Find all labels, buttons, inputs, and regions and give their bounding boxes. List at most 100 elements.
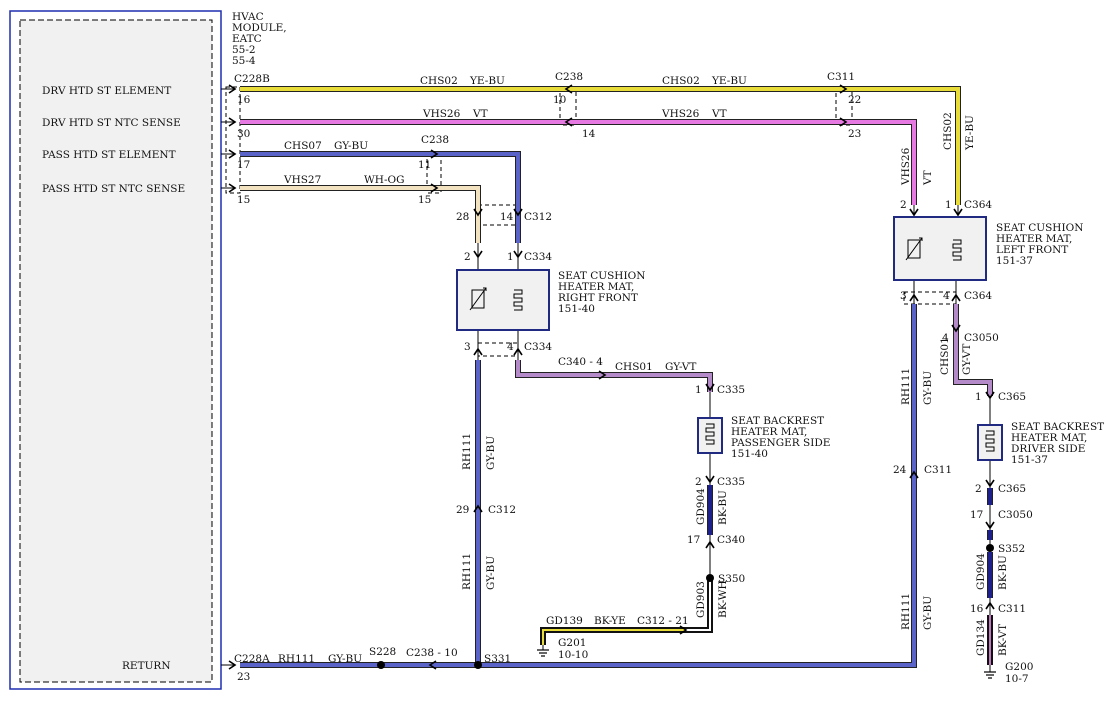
pin-pass-htd-st-element: PASS HTD ST ELEMENT <box>42 149 176 161</box>
pin-pass-htd-st-ntc-sense: PASS HTD ST NTC SENSE <box>42 183 185 195</box>
splices <box>377 544 994 669</box>
rf-heater-mat <box>456 269 550 331</box>
svg-text:C365: C365 <box>998 483 1026 495</box>
svg-text:RH111: RH111 <box>461 553 473 590</box>
svg-text:15: 15 <box>237 194 250 206</box>
svg-text:23: 23 <box>848 128 861 140</box>
svg-text:14: 14 <box>500 211 514 223</box>
hvac-module <box>9 10 222 690</box>
lf-mat-label: SEAT CUSHION HEATER MAT, LEFT FRONT 151-… <box>996 222 1083 267</box>
svg-text:55-2: 55-2 <box>232 44 256 56</box>
rf-mat-label: SEAT CUSHION HEATER MAT, RIGHT FRONT 151… <box>558 270 645 315</box>
svg-text:G200: G200 <box>1005 661 1033 673</box>
thin-leads <box>221 88 991 672</box>
svg-text:C365: C365 <box>998 391 1026 403</box>
svg-text:HEATER MAT,: HEATER MAT, <box>996 233 1072 245</box>
svg-text:BK-BU: BK-BU <box>717 490 729 525</box>
drv-back-label: SEAT BACKREST HEATER MAT, DRIVER SIDE 15… <box>1011 421 1104 466</box>
svg-text:16: 16 <box>237 94 251 106</box>
svg-text:55-4: 55-4 <box>232 55 256 67</box>
svg-text:CHS02: CHS02 <box>420 75 458 87</box>
wire-gd139-bk-ye <box>540 627 684 645</box>
pin-return: RETURN <box>122 660 171 672</box>
pass-back-label: SEAT BACKREST HEATER MAT, PASSENGER SIDE… <box>731 415 830 460</box>
svg-text:YE-BU: YE-BU <box>469 75 505 87</box>
svg-text:LEFT FRONT: LEFT FRONT <box>996 244 1068 256</box>
svg-text:S331: S331 <box>484 653 511 665</box>
svg-text:C238: C238 <box>421 134 449 146</box>
svg-text:GY-BU: GY-BU <box>922 371 934 405</box>
svg-text:BK-VT: BK-VT <box>997 624 1009 656</box>
svg-text:C340 - 4: C340 - 4 <box>558 356 603 368</box>
svg-text:GD903: GD903 <box>695 581 707 618</box>
svg-text:RH111: RH111 <box>900 593 912 630</box>
wire-chs02-ye-bu <box>240 86 961 205</box>
svg-text:GD904: GD904 <box>975 553 987 590</box>
svg-text:151-40: 151-40 <box>731 448 768 460</box>
wire-vhs27-wh-og <box>240 185 481 243</box>
svg-text:CHS01: CHS01 <box>615 361 653 373</box>
svg-text:GY-VT: GY-VT <box>961 344 973 375</box>
svg-text:VHS26: VHS26 <box>661 108 700 120</box>
svg-text:C340: C340 <box>717 534 745 546</box>
wire-chs01-passenger <box>515 360 713 392</box>
wire-chs01-driver <box>953 304 993 396</box>
svg-text:HEATER MAT,: HEATER MAT, <box>1011 432 1087 444</box>
svg-text:RH111: RH111 <box>461 433 473 470</box>
svg-text:VHS27: VHS27 <box>283 174 321 186</box>
svg-text:PASSENGER SIDE: PASSENGER SIDE <box>731 437 830 449</box>
svg-text:4: 4 <box>943 290 950 302</box>
svg-text:C364: C364 <box>964 199 992 211</box>
svg-text:3: 3 <box>464 341 471 353</box>
drv-backrest-heater-mat <box>977 424 1003 461</box>
svg-text:S350: S350 <box>718 573 745 585</box>
circuit-labels: CHS02 YE-BU CHS02 YE-BU VHS26 VT VHS26 V… <box>278 75 747 665</box>
svg-text:23: 23 <box>237 671 250 683</box>
svg-text:S228: S228 <box>369 646 396 658</box>
svg-text:10-10: 10-10 <box>558 649 588 661</box>
connector-labels: C228B 16 30 17 15 C228A 23 C238 10 14 C3… <box>234 71 1033 685</box>
svg-text:4: 4 <box>507 341 514 353</box>
svg-text:VT: VT <box>711 108 727 120</box>
lf-heater-mat <box>893 216 987 281</box>
svg-text:C228A: C228A <box>234 653 270 665</box>
vertical-circuit-labels: RH111 GY-BU RH111 GY-BU VHS26 VT CHS02 Y… <box>461 112 1009 656</box>
svg-text:17: 17 <box>237 159 250 171</box>
svg-text:2: 2 <box>975 483 982 495</box>
svg-text:WH-OG: WH-OG <box>364 174 405 186</box>
svg-text:BK-WH: BK-WH <box>717 580 729 618</box>
svg-text:EATC: EATC <box>232 33 262 45</box>
svg-text:17: 17 <box>687 534 700 546</box>
svg-text:SEAT BACKREST: SEAT BACKREST <box>731 415 824 427</box>
svg-text:24: 24 <box>893 464 907 476</box>
svg-text:CHS07: CHS07 <box>284 140 322 152</box>
svg-text:CHS01: CHS01 <box>939 337 951 375</box>
svg-text:16: 16 <box>970 603 984 615</box>
svg-text:1: 1 <box>695 384 702 396</box>
svg-text:C238 - 10: C238 - 10 <box>406 647 458 659</box>
svg-text:C312 - 21: C312 - 21 <box>637 615 689 627</box>
svg-text:HEATER MAT,: HEATER MAT, <box>731 426 807 438</box>
svg-text:GD904: GD904 <box>695 488 707 525</box>
svg-text:2: 2 <box>464 251 471 263</box>
svg-text:14: 14 <box>582 128 596 140</box>
svg-text:C335: C335 <box>717 476 745 488</box>
splice-s228 <box>377 661 385 669</box>
svg-text:SEAT CUSHION: SEAT CUSHION <box>996 222 1083 234</box>
svg-text:15: 15 <box>418 194 431 206</box>
svg-text:VHS26: VHS26 <box>900 147 912 186</box>
ground-g200 <box>984 671 996 679</box>
connector-arrows <box>228 84 995 670</box>
svg-text:30: 30 <box>237 128 250 140</box>
svg-text:2: 2 <box>900 199 907 211</box>
svg-text:1: 1 <box>945 199 952 211</box>
svg-text:SEAT BACKREST: SEAT BACKREST <box>1011 421 1104 433</box>
svg-text:VT: VT <box>472 108 488 120</box>
splice-s352 <box>986 544 994 552</box>
svg-text:10: 10 <box>553 94 566 106</box>
svg-text:VHS26: VHS26 <box>422 108 461 120</box>
svg-text:C311: C311 <box>924 464 952 476</box>
svg-text:GY-BU: GY-BU <box>485 556 497 590</box>
svg-text:C311: C311 <box>998 603 1026 615</box>
